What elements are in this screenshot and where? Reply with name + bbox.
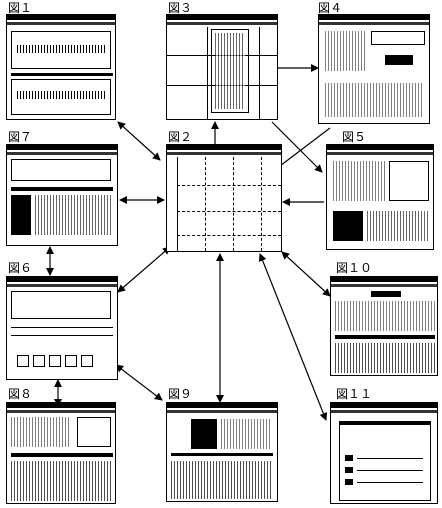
fig9-label: 図９ bbox=[168, 387, 193, 401]
fig11-label: 図１１ bbox=[336, 387, 373, 401]
fig7-screen bbox=[6, 144, 118, 246]
fig1-label: 図１ bbox=[8, 1, 33, 15]
fig7-label: 図７ bbox=[8, 130, 33, 144]
fig9-screen bbox=[166, 402, 278, 502]
fig4-label: 図４ bbox=[318, 1, 343, 15]
fig2-label: 図２ bbox=[168, 130, 193, 144]
arrow-fig1-fig2 bbox=[117, 121, 161, 161]
fig8-label: 図８ bbox=[8, 387, 33, 401]
fig6-label: 図６ bbox=[8, 261, 33, 275]
fig2-screen bbox=[166, 144, 282, 252]
fig6-screen bbox=[6, 276, 118, 380]
arrow-fig6-fig2 bbox=[117, 246, 171, 293]
arrow-fig11-fig2 bbox=[258, 253, 328, 421]
fig1-screen bbox=[6, 14, 116, 120]
arrow-fig3-fig5 bbox=[271, 121, 323, 173]
fig5-screen bbox=[326, 144, 434, 250]
fig3-label: 図３ bbox=[168, 1, 193, 15]
arrow-fig6-fig9 bbox=[115, 364, 163, 401]
fig3-screen bbox=[166, 14, 278, 120]
fig11-screen bbox=[330, 402, 438, 504]
arrow-fig10-fig2 bbox=[281, 251, 331, 297]
fig10-label: 図１０ bbox=[336, 261, 373, 275]
fig8-screen bbox=[6, 402, 116, 504]
fig10-screen bbox=[330, 276, 438, 376]
fig4-screen bbox=[318, 14, 430, 124]
fig5-label: 図５ bbox=[342, 130, 367, 144]
